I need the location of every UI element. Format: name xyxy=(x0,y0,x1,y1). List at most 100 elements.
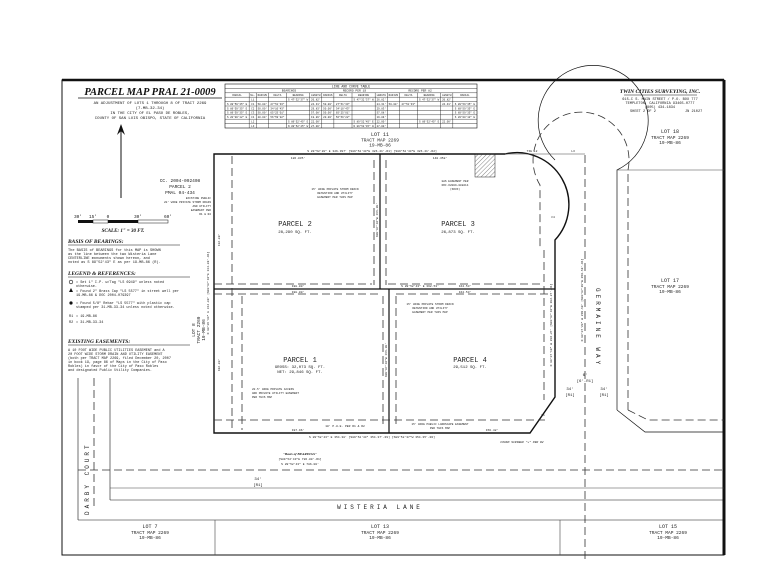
svg-text:15' WIDE PUBLIC LANDSCAPE EASE: 15' WIDE PUBLIC LANDSCAPE EASEMENT xyxy=(411,422,468,426)
gas-easement-area xyxy=(474,153,496,178)
lot-17-label: LOT 17 TRACT MAP 2269 19-MB-86 xyxy=(651,278,689,295)
svg-text:29,512 SQ. FT.: 29,512 SQ. FT. xyxy=(453,366,487,370)
table-cell: S 89°59'35" E xyxy=(455,106,476,110)
table-group-header: RECORD PER 82 xyxy=(408,90,432,93)
svg-text:GAS EASEMENT PER: GAS EASEMENT PER xyxy=(442,180,469,183)
table-cell: 57.08' xyxy=(311,111,320,115)
svg-text:(both per TRACT MAP 2269, file: (both per TRACT MAP 2269, filed December… xyxy=(68,356,171,361)
svg-text:19-MB-86: 19-MB-86 xyxy=(657,535,679,541)
svg-text:TRACT MAP 2269: TRACT MAP 2269 xyxy=(361,138,399,144)
germaine-way-street: GERMAINE WAY xyxy=(505,65,724,560)
table-cell: S 20°00'12" E xyxy=(227,115,248,119)
svg-text:C4: C4 xyxy=(551,216,555,219)
svg-text:19-MB-86: 19-MB-86 xyxy=(369,535,391,541)
svg-text:34': 34' xyxy=(254,477,261,482)
existing-easements: EXISTING EASEMENTS: A 10 FOOT WIDE PUBLI… xyxy=(67,339,190,373)
svg-text:140.358': 140.358' xyxy=(433,156,448,160)
table-cell: 27°51'33" xyxy=(401,102,415,106)
svg-text:TRACT MAP 2269: TRACT MAP 2269 xyxy=(361,530,399,536)
table-cell: 27.00' xyxy=(377,124,386,128)
svg-text:PARCEL 2: PARCEL 2 xyxy=(278,221,312,229)
title-block: PARCEL MAP PRAL 21-0009 AN ADJUSTMENT OF… xyxy=(78,87,222,121)
svg-text:156.42': 156.42' xyxy=(486,428,499,432)
svg-text:TIE L2: TIE L2 xyxy=(527,150,538,153)
lot-15-label: LOT 15 TRACT MAP 2269 19-MB-86 xyxy=(649,524,687,541)
svg-text:15' WIDE PRIVATE STORM DRAIN: 15' WIDE PRIVATE STORM DRAIN xyxy=(407,302,454,306)
svg-text:BASIS OF BEARINGS:: BASIS OF BEARINGS: xyxy=(67,239,124,245)
svg-text:LOT 7: LOT 7 xyxy=(142,524,157,530)
svg-text:RETENTION AND UTILITY: RETENTION AND UTILITY xyxy=(412,307,448,310)
table-cell: 50.00' xyxy=(323,102,332,106)
germaine-way-label: GERMAINE WAY xyxy=(594,288,601,367)
table-cell: N 89°52'45" W xyxy=(353,124,374,128)
table-header-cell: LENGTH xyxy=(311,94,321,97)
svg-text:30': 30' xyxy=(134,214,142,220)
svg-text:N00°07'18"W 155.00': N00°07'18"W 155.00' xyxy=(375,203,379,237)
table-cell: 65°25'01" xyxy=(336,111,350,115)
table-header-cell: LENGTH xyxy=(442,94,452,97)
svg-text:TEMPLETON, CALIFORNIA 93465-07: TEMPLETON, CALIFORNIA 93465-0777 xyxy=(625,102,694,106)
svg-text:19-MB-86: 19-MB-86 xyxy=(659,289,681,295)
lot-8-label: LOT 8 TRACT 2269 19-MB-86 xyxy=(191,316,207,343)
svg-text:19-MB-86: 19-MB-86 xyxy=(201,319,207,341)
svg-text:CC. 2004-092408: CC. 2004-092408 xyxy=(160,178,201,184)
svg-text:20' WIDE PRIVATE STORM DRAIN: 20' WIDE PRIVATE STORM DRAIN xyxy=(164,200,211,204)
svg-text:SHEET 2 OF 2: SHEET 2 OF 2 xyxy=(630,110,656,114)
surveyor-name: TWIN CITIES SURVEYING, INC. xyxy=(620,89,700,95)
table-cell: C1 xyxy=(251,103,255,106)
svg-text:19-MB-86: 19-MB-86 xyxy=(139,535,161,541)
svg-text:EASEMENT PER: EASEMENT PER xyxy=(191,209,211,212)
table-cell: 20.00' xyxy=(323,115,332,119)
svg-text:LOT 15: LOT 15 xyxy=(659,524,677,530)
svg-text:= Found 5/8" Rebar "LS 5577" w: = Found 5/8" Rebar "LS 5577" with plasti… xyxy=(76,301,175,310)
svg-text:COUNTY OF SAN LUIS OBISPO, STA: COUNTY OF SAN LUIS OBISPO, STATE OF CALI… xyxy=(95,117,206,121)
table-header-cell: DELTA xyxy=(405,94,413,97)
svg-text:R1: R1 xyxy=(69,315,73,319)
svg-text:S 89°52'43" E 354.38' [S89°52': S 89°52'43" E 354.38' [S89°52'43" 354.37… xyxy=(309,435,435,439)
svg-text:164.53': 164.53' xyxy=(459,284,472,288)
table-cell: 26.82' xyxy=(311,98,320,102)
table-cell: 19.89' xyxy=(311,115,320,119)
table-cell: S 89°59'35" E xyxy=(227,102,248,106)
svg-text:PER THIS MAP: PER THIS MAP xyxy=(430,427,450,430)
table-cell: 50.00' xyxy=(258,111,267,115)
svg-text:164.53': 164.53' xyxy=(459,290,472,294)
rebar-symbol-icon xyxy=(69,301,73,305)
svg-text:R2: R2 xyxy=(69,321,73,325)
table-cell: 29.83' xyxy=(311,106,320,110)
svg-text:S 89°52'43" E 786.00': S 89°52'43" E 786.00' xyxy=(281,462,319,466)
svg-text:182.00': 182.00' xyxy=(217,359,221,372)
parcel-3-label: PARCEL 3 26,873 SQ. FT. xyxy=(441,221,475,235)
parcel-boundaries xyxy=(213,151,570,434)
table-cell: 27°51'33" xyxy=(270,102,284,106)
svg-text:132.08': 132.08' xyxy=(217,234,221,247)
cc-parcel-label: CC. 2004-092408 PARCEL 2 PMAL 04-434 xyxy=(160,178,201,196)
svg-text:The BASIS of BEARINGS for this: The BASIS of BEARINGS for this MAP is SH… xyxy=(68,248,161,253)
darby-court-label: DARBY COURT xyxy=(84,442,91,515)
svg-text:15' WIDE PRIVATE STORM DRAIN: 15' WIDE PRIVATE STORM DRAIN xyxy=(312,187,359,191)
svg-text:[R1]: [R1] xyxy=(253,483,263,488)
svg-text:TRACT MAP 2269: TRACT MAP 2269 xyxy=(651,135,689,141)
table-cell: 50.00' xyxy=(258,106,267,110)
table-header-cell: RADIAL xyxy=(232,94,242,97)
table-cell: 57.08' xyxy=(377,111,386,115)
svg-text:615-C S. MAIN STREET / P.O. BO: 615-C S. MAIN STREET / P.O. BOX 777 xyxy=(622,97,697,102)
svg-text:20.5' WIDE PRIVATE ACCESS: 20.5' WIDE PRIVATE ACCESS xyxy=(252,387,294,391)
svg-text:197.96': 197.96' xyxy=(292,428,305,432)
svg-text:0: 0 xyxy=(107,214,110,220)
svg-text:26,873 SQ. FT.: 26,873 SQ. FT. xyxy=(441,231,475,235)
svg-text:FOUND SCRIBED "+" PER R2: FOUND SCRIBED "+" PER R2 xyxy=(500,440,543,444)
table-cell: S 47°32'37" W xyxy=(419,98,440,102)
svg-text:TRACT MAP 2269: TRACT MAP 2269 xyxy=(649,530,687,536)
svg-text:30': 30' xyxy=(74,214,82,220)
svg-text:EASEMENT PER THIS MAP: EASEMENT PER THIS MAP xyxy=(412,311,448,314)
svg-text:LOT 11: LOT 11 xyxy=(371,132,389,138)
svg-text:AND PRIVATE UTILITY EASEMENT: AND PRIVATE UTILITY EASEMENT xyxy=(252,392,299,395)
svg-text:JN 21027: JN 21027 xyxy=(685,110,702,114)
surveyor-block: TWIN CITIES SURVEYING, INC. 615-C S. MAI… xyxy=(620,89,702,114)
svg-text:and designated Public Utility: and designated Public Utility Companies. xyxy=(68,368,152,373)
svg-text:TRACT MAP 2269: TRACT MAP 2269 xyxy=(651,284,689,290)
svg-text:LOT 13: LOT 13 xyxy=(371,524,389,530)
svg-text:6': 6' xyxy=(583,373,588,378)
